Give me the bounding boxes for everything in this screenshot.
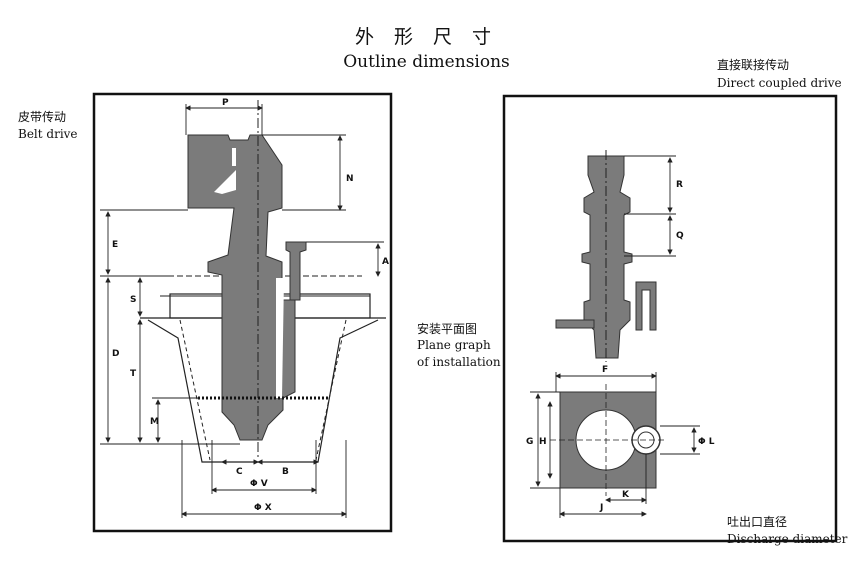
dim-label-phi-x: Φ X	[254, 503, 272, 513]
dim-label-h: H	[539, 437, 547, 447]
dim-label-p: P	[222, 98, 229, 108]
dim-label-t: T	[130, 369, 137, 379]
dim-label-f: F	[602, 365, 608, 375]
title-english: Outline dimensions	[343, 52, 510, 72]
dim-label-phi-v: Φ V	[250, 479, 268, 489]
installation-label-cn: 安装平面图	[417, 322, 478, 336]
direct-drive-label-cn: 直接联接传动	[717, 58, 790, 72]
discharge-plate	[550, 384, 666, 496]
dim-label-d: D	[112, 349, 119, 359]
direct-drive-label-en: Direct coupled drive	[717, 76, 842, 90]
dim-label-r: R	[676, 180, 683, 190]
direct-drive-pump	[555, 150, 657, 362]
direct-drive-frame	[502, 94, 838, 543]
dim-label-n: N	[346, 174, 354, 184]
dim-label-j: J	[599, 503, 603, 513]
discharge-label-en: Discharge diameter	[727, 532, 848, 546]
discharge-label-cn: 吐出口直径	[727, 515, 788, 529]
dim-label-g: G	[526, 437, 533, 447]
dim-label-b: B	[282, 467, 289, 477]
belt-drive-dimension-lines	[100, 104, 384, 518]
dim-label-c: C	[236, 467, 243, 477]
dim-label-phi-l: Φ L	[698, 437, 715, 447]
dim-label-s: S	[130, 295, 136, 305]
installation-label-en-2: of installation	[417, 355, 501, 369]
dim-label-e: E	[112, 240, 118, 250]
direct-drive-dimension-lines	[624, 155, 676, 257]
dim-label-a: A	[382, 257, 389, 267]
title-chinese: 外 形 尺 寸	[354, 26, 499, 48]
belt-drive-pump	[140, 100, 386, 463]
discharge-dimension-lines	[530, 372, 700, 518]
dim-label-m: M	[150, 417, 159, 427]
dim-label-q: Q	[676, 231, 684, 241]
installation-label-en-1: Plane graph	[417, 338, 491, 352]
belt-drive-frame	[92, 92, 393, 533]
belt-drive-label-en: Belt drive	[18, 127, 78, 141]
dim-label-k: K	[622, 490, 630, 500]
belt-drive-label-cn: 皮带传动	[18, 110, 67, 124]
